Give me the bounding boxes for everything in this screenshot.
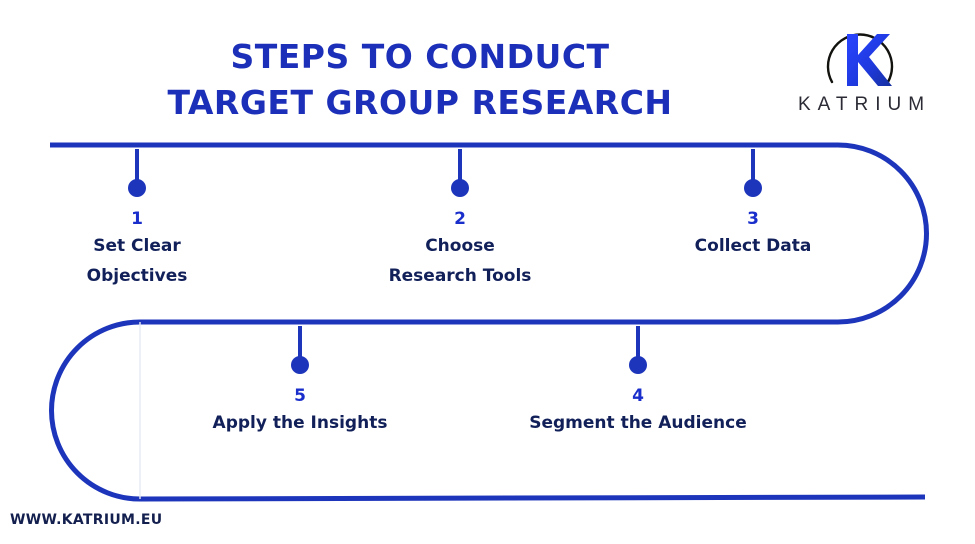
step-4-number: 4 bbox=[632, 386, 644, 406]
footer-website-url[interactable]: WWW.KATRIUM.EU bbox=[10, 512, 163, 528]
step-2-dot[interactable] bbox=[451, 179, 469, 197]
step-3-caption: 3 Collect Data bbox=[583, 207, 923, 261]
step-5-dot[interactable] bbox=[291, 356, 309, 374]
step-5-label: Apply the Insights bbox=[212, 413, 388, 433]
brand-logo: KATRIUM bbox=[768, 16, 954, 120]
step-1-dot[interactable] bbox=[128, 179, 146, 197]
step-2-caption: 2 Choose Research Tools bbox=[290, 207, 630, 291]
step-3-label: Collect Data bbox=[694, 236, 812, 256]
step-4-stem bbox=[636, 326, 640, 359]
step-5-number: 5 bbox=[294, 386, 306, 406]
katrium-k-icon bbox=[814, 16, 906, 90]
step-1-label: Set Clear Objectives bbox=[86, 236, 188, 286]
step-3-dot[interactable] bbox=[744, 179, 762, 197]
step-5-caption: 5 Apply the Insights bbox=[130, 384, 470, 438]
step-4-dot[interactable] bbox=[629, 356, 647, 374]
step-3-stem bbox=[751, 149, 755, 182]
step-2-stem bbox=[458, 149, 462, 182]
step-2-number: 2 bbox=[454, 209, 466, 229]
step-1-stem bbox=[135, 149, 139, 182]
logo-wordmark: KATRIUM bbox=[797, 94, 932, 115]
step-2-label: Choose Research Tools bbox=[388, 236, 532, 286]
step-1-caption: 1 Set Clear Objectives bbox=[0, 207, 307, 291]
step-4-caption: 4 Segment the Audience bbox=[468, 384, 808, 438]
step-5-stem bbox=[298, 326, 302, 359]
step-4-label: Segment the Audience bbox=[529, 413, 747, 433]
step-1-number: 1 bbox=[131, 209, 143, 229]
step-3-number: 3 bbox=[747, 209, 759, 229]
